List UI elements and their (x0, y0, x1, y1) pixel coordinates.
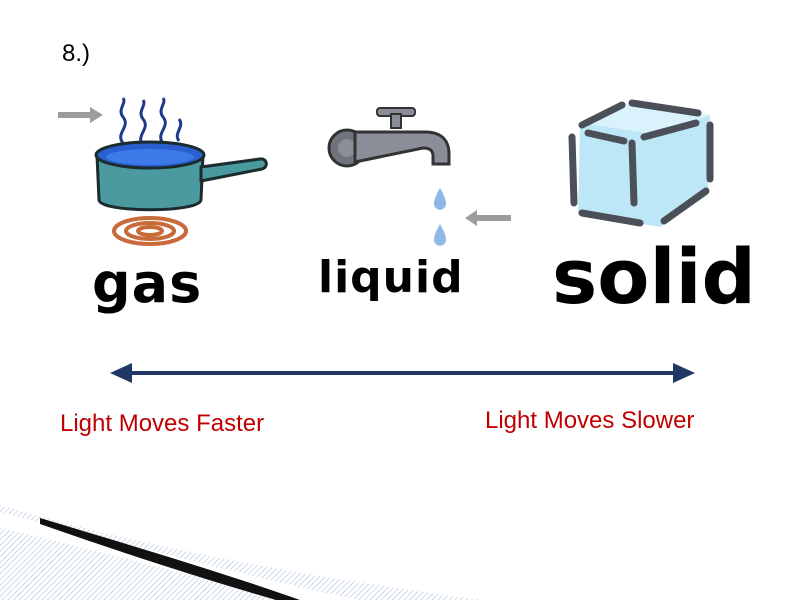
double-arrow (110, 360, 695, 390)
pot-handle (201, 159, 266, 181)
pointer-arrow-liquid (465, 210, 511, 226)
decorative-swoosh (0, 500, 480, 600)
liquid-label: liquid (318, 252, 464, 303)
solid-label: solid (552, 232, 756, 321)
caption-slower: Light Moves Slower (485, 407, 694, 435)
burner-icon (114, 218, 186, 244)
gas-label: gas (92, 252, 202, 315)
gas-pot-illustration (55, 95, 275, 255)
slide-number: 8.) (62, 40, 90, 68)
faucet-illustration (325, 100, 525, 250)
steam-icon (121, 98, 181, 145)
faucet-icon (329, 108, 449, 166)
ice-cube-icon (572, 103, 710, 227)
pointer-arrow-gas (58, 107, 103, 123)
water-drop-icon (434, 188, 446, 246)
caption-faster: Light Moves Faster (60, 410, 264, 438)
ice-cube-illustration (560, 95, 720, 235)
